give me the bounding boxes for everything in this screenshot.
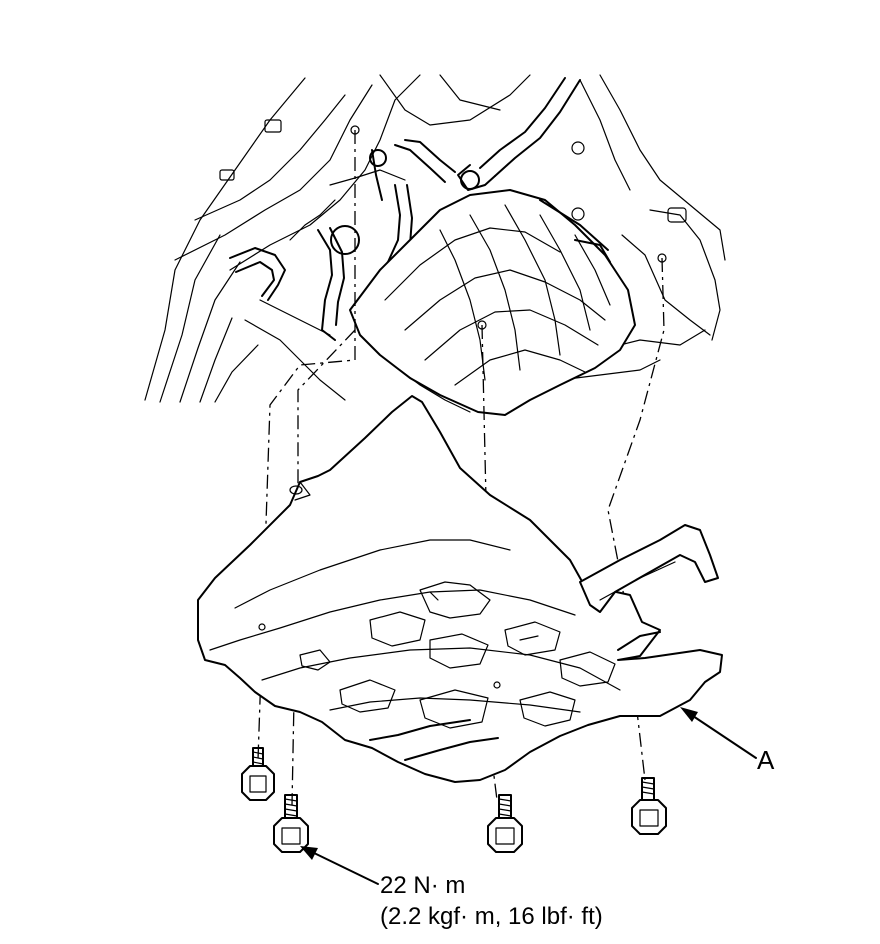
torque-spec-secondary: (2.2 kgf· m, 16 lbf· ft) (380, 903, 603, 930)
splash-shield (197, 395, 723, 783)
underbody-assembly (144, 74, 726, 416)
bolt-1 (241, 747, 275, 801)
part-label-a: A (757, 745, 775, 775)
leader-arrow-a (680, 707, 757, 759)
leader-arrow-torque (300, 846, 379, 885)
bolt-2 (273, 794, 309, 853)
torque-spec-primary: 22 N· m (380, 872, 466, 899)
bolt-3 (487, 794, 523, 853)
bolt-4 (631, 777, 667, 835)
